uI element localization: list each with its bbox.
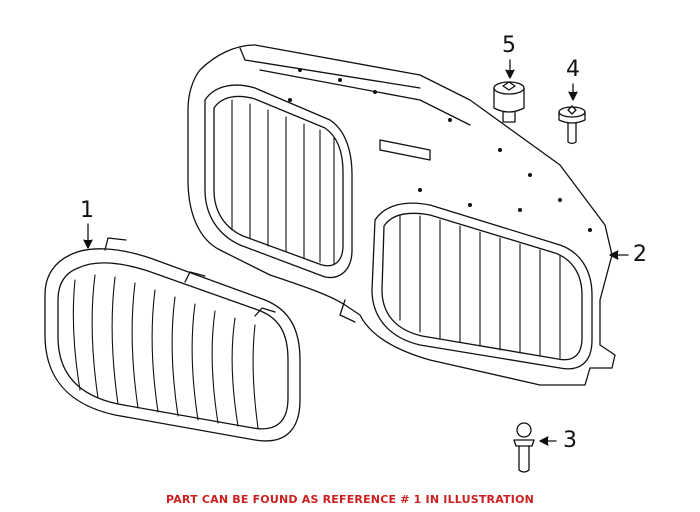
- callout-5: 5: [502, 33, 516, 58]
- leader-lines: [83, 59, 629, 446]
- reference-note: PART CAN BE FOUND AS REFERENCE # 1 IN IL…: [165, 493, 535, 506]
- bolt-part: [558, 105, 586, 145]
- grommet-part: [493, 81, 525, 123]
- grille-carrier-part: [187, 44, 616, 386]
- callout-3: 3: [563, 428, 577, 453]
- ball-stud-part: [513, 422, 535, 473]
- callout-4: 4: [566, 57, 580, 82]
- callout-2: 2: [633, 242, 647, 267]
- grille-part: [44, 237, 301, 442]
- callout-1: 1: [80, 198, 94, 223]
